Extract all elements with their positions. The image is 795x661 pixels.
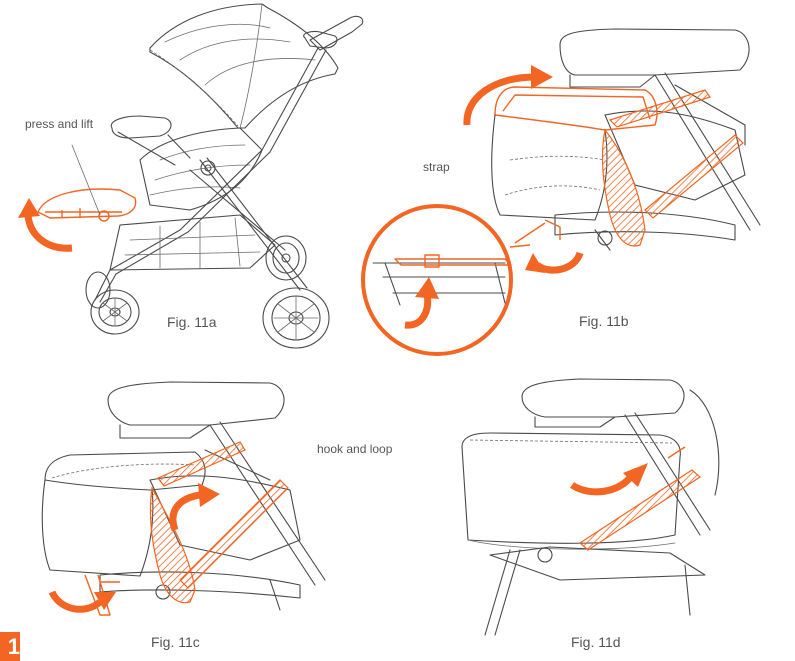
- page-number-tab: 1: [0, 632, 20, 661]
- fig-11b-illustration: [361, 28, 761, 356]
- callout-strap: strap: [423, 160, 450, 174]
- hook-and-loop-highlight: [84, 441, 289, 616]
- bumper-bar-highlight: [37, 188, 137, 222]
- strap-detail-inset: [361, 204, 513, 356]
- callout-hook-and-loop: hook and loop: [317, 442, 393, 456]
- caption-fig-11b: Fig. 11b: [579, 313, 629, 329]
- fig-11d-illustration: [461, 378, 720, 636]
- rear-wheels: [262, 235, 330, 349]
- caption-fig-11c: Fig. 11c: [151, 634, 200, 650]
- callout-press-and-lift: press and lift: [25, 117, 94, 131]
- child-tray: [110, 115, 191, 166]
- storage-basket: [109, 214, 276, 271]
- lift-arrow-icon: [18, 198, 73, 252]
- fig-11c-illustration: [41, 381, 326, 616]
- fig-11a-illustration: [18, 3, 364, 349]
- stroller-canopy: [149, 3, 339, 129]
- callout-leader-line: [71, 144, 101, 216]
- front-wheels: [85, 271, 140, 335]
- fastened-strap-highlight: [579, 446, 701, 551]
- handlebar-section: [521, 378, 720, 536]
- fold-back-arrow-icon: [463, 65, 553, 126]
- secure-arrow-icon: [570, 463, 648, 496]
- seat-frame: [484, 546, 706, 636]
- stroller-handlebar: [261, 15, 364, 153]
- seat-frame: [554, 110, 746, 251]
- caption-fig-11a: Fig. 11a: [167, 314, 217, 330]
- folded-basket: [461, 432, 681, 550]
- reattach-arrow-icon: [525, 251, 584, 274]
- canopy-cover-highlight: [491, 86, 744, 248]
- caption-fig-11d: Fig. 11d: [571, 634, 621, 650]
- strap-arrow-icon: [48, 590, 116, 613]
- fold-arrow-icon: [169, 483, 220, 532]
- stroller-frame: [94, 149, 308, 303]
